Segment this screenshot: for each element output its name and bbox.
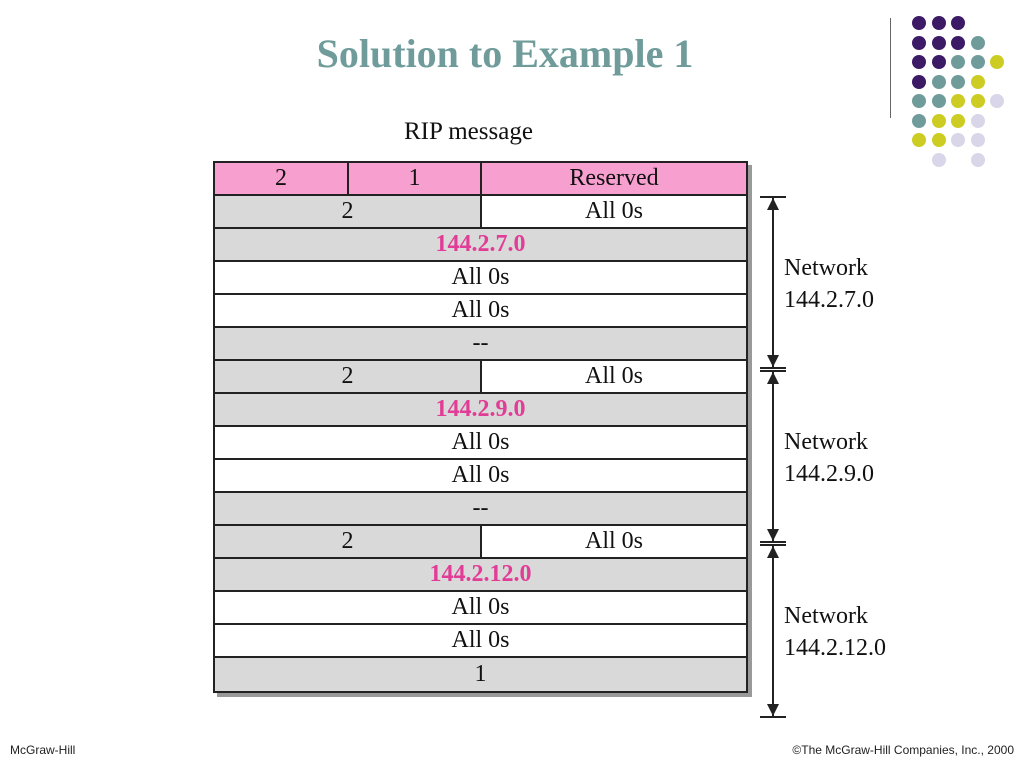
metric-row: -- — [215, 328, 746, 361]
decorative-dot — [951, 94, 965, 108]
decorative-dot — [951, 55, 965, 69]
decorative-dot — [912, 133, 926, 147]
address-row: 144.2.9.0 — [215, 394, 746, 427]
decorative-dot — [912, 16, 926, 30]
zero-cell: All 0s — [215, 262, 746, 293]
zero-row: All 0s — [215, 427, 746, 460]
footer-copyright: ©The McGraw-Hill Companies, Inc., 2000 — [792, 743, 1014, 757]
decorative-dot — [931, 113, 946, 128]
decorative-dot — [990, 94, 1004, 108]
zero-cell: All 0s — [215, 460, 746, 491]
decorative-dot — [931, 74, 946, 89]
decorative-dot — [912, 74, 926, 89]
header-row: 2 1 Reserved — [215, 163, 746, 196]
network-span-arrow — [760, 370, 786, 543]
network-label: Network 144.2.9.0 — [784, 426, 874, 490]
decorative-dot — [970, 55, 985, 69]
decorative-dot — [970, 74, 985, 89]
decorative-dot — [912, 35, 926, 50]
slide-title: Solution to Example 1 — [316, 31, 694, 76]
zero-cell: All 0s — [215, 625, 746, 656]
family-cell: 2 — [215, 526, 480, 557]
network-address-cell: 144.2.7.0 — [215, 229, 746, 260]
network-label-address: 144.2.9.0 — [784, 461, 874, 487]
diagram-caption: RIP message — [404, 118, 533, 145]
zero-row: All 0s — [215, 460, 746, 493]
family-row: 2 All 0s — [215, 196, 746, 229]
metric-row: 1 — [215, 658, 746, 691]
network-label-word: Network — [784, 429, 868, 455]
address-row: 144.2.7.0 — [215, 229, 746, 262]
network-span-arrow — [760, 544, 786, 718]
decorative-dot — [951, 35, 965, 50]
decorative-dot — [931, 94, 946, 108]
family-row: 2 All 0s — [215, 526, 746, 559]
family-zero-cell: All 0s — [480, 196, 746, 227]
network-label-address: 144.2.7.0 — [784, 287, 874, 313]
header-version: 1 — [347, 163, 480, 194]
family-cell: 2 — [215, 196, 480, 227]
network-span-arrow — [760, 196, 786, 369]
decorative-dot — [970, 94, 985, 108]
decorative-dot — [970, 152, 985, 167]
zero-row: All 0s — [215, 262, 746, 295]
network-label: Network 144.2.12.0 — [784, 600, 886, 664]
decorative-dot — [931, 152, 946, 167]
zero-cell: All 0s — [215, 295, 746, 326]
network-label-word: Network — [784, 255, 868, 281]
rip-message-table: 2 1 Reserved 2 All 0s 144.2.7.0 All 0s A… — [213, 161, 748, 693]
decorative-dot — [951, 16, 965, 30]
address-row: 144.2.12.0 — [215, 559, 746, 592]
metric-cell: -- — [215, 493, 746, 524]
zero-row: All 0s — [215, 625, 746, 658]
decorative-dot — [951, 133, 965, 147]
decorative-dot — [951, 113, 965, 128]
network-label-word: Network — [784, 603, 868, 629]
decorative-dot — [951, 74, 965, 89]
metric-row: -- — [215, 493, 746, 526]
decorative-dot — [931, 16, 946, 30]
divider-line — [890, 18, 891, 118]
decorative-dot — [912, 113, 926, 128]
decorative-dot — [912, 55, 926, 69]
network-label-address: 144.2.12.0 — [784, 635, 886, 661]
network-label: Network 144.2.7.0 — [784, 252, 874, 316]
zero-cell: All 0s — [215, 427, 746, 458]
family-row: 2 All 0s — [215, 361, 746, 394]
family-cell: 2 — [215, 361, 480, 392]
network-address-cell: 144.2.9.0 — [215, 394, 746, 425]
decorative-dot — [990, 55, 1004, 69]
zero-row: All 0s — [215, 295, 746, 328]
metric-cell: 1 — [215, 658, 746, 691]
footer-publisher: McGraw-Hill — [10, 743, 76, 757]
decorative-dot — [931, 133, 946, 147]
decorative-dot — [912, 94, 926, 108]
decorative-dot — [931, 35, 946, 50]
zero-cell: All 0s — [215, 592, 746, 623]
decorative-dot — [970, 133, 985, 147]
family-zero-cell: All 0s — [480, 361, 746, 392]
decorative-dot — [970, 35, 985, 50]
network-address-cell: 144.2.12.0 — [215, 559, 746, 590]
family-zero-cell: All 0s — [480, 526, 746, 557]
header-command: 2 — [215, 163, 347, 194]
decorative-dot — [970, 113, 985, 128]
header-reserved: Reserved — [480, 163, 746, 194]
decorative-dot — [931, 55, 946, 69]
zero-row: All 0s — [215, 592, 746, 625]
metric-cell: -- — [215, 328, 746, 359]
